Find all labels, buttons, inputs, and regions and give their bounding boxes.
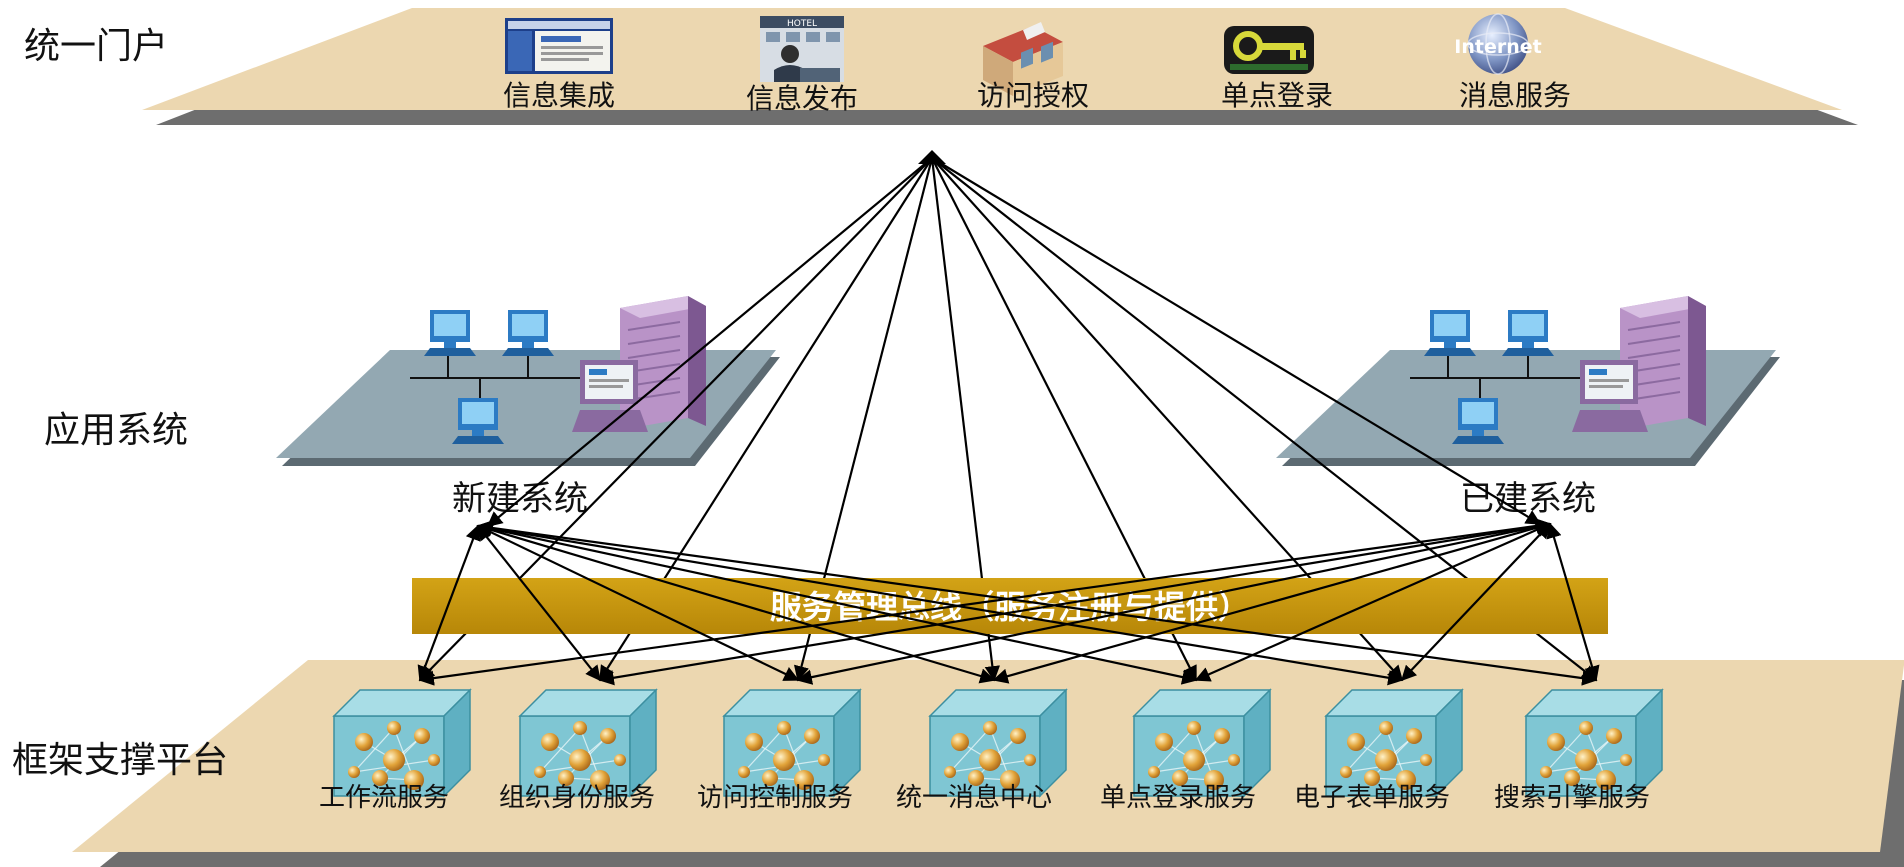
desktop-computer-icon	[424, 310, 476, 356]
svg-text:HOTEL: HOTEL	[787, 19, 817, 29]
connection-arrows-over-bus	[417, 518, 1600, 686]
globe-text: Internet	[1454, 36, 1541, 58]
storefront-icon	[983, 22, 1063, 96]
service-label: 工作流服务	[319, 783, 449, 813]
layer-label-portal: 统一门户	[24, 26, 168, 67]
service-label: 电子表单服务	[1294, 783, 1450, 813]
monitor-icon	[1572, 360, 1648, 432]
new-system-devices	[410, 296, 706, 444]
portal-item-label: 信息发布	[746, 82, 858, 115]
hub-arrowhead	[918, 150, 946, 164]
key-icon	[1224, 26, 1314, 74]
portal-item-label: 访问授权	[977, 79, 1089, 112]
service-label: 统一消息中心	[896, 783, 1052, 813]
service-label: 搜索引擎服务	[1494, 783, 1650, 813]
service-cubes	[332, 688, 1664, 798]
service-bus: 服务管理总线（服务注册与提供）	[412, 578, 1608, 634]
service-cube-icon	[1524, 688, 1664, 798]
browser-window-icon	[505, 18, 613, 74]
connection-arrow	[1400, 522, 1552, 682]
service-cube-icon	[1324, 688, 1464, 798]
desktop-computer-icon	[1424, 310, 1476, 356]
connection-arrow	[931, 157, 1542, 525]
desktop-computer-icon	[452, 398, 504, 444]
connection-arrow	[1546, 522, 1600, 682]
desktop-computer-icon	[1452, 398, 1504, 444]
existing-system-devices	[1410, 296, 1706, 444]
service-cube-icon	[1132, 688, 1272, 798]
service-bus-label: 服务管理总线（服务注册与提供）	[770, 588, 1250, 626]
connection-arrow	[486, 157, 933, 527]
service-cube-icon	[332, 688, 472, 798]
existing-system-label: 已建系统	[1460, 479, 1596, 519]
desktop-computer-icon	[1502, 310, 1554, 356]
desktop-computer-icon	[502, 310, 554, 356]
monitor-icon	[572, 360, 648, 432]
service-label: 组织身份服务	[499, 783, 655, 813]
service-label: 访问控制服务	[697, 783, 853, 813]
portal-item-label: 信息集成	[503, 79, 615, 112]
portal-item-label: 单点登录	[1221, 79, 1333, 112]
internet-globe-icon: Internet	[1454, 13, 1542, 75]
layer-label-application: 应用系统	[44, 410, 188, 451]
portal-item-label: 消息服务	[1459, 79, 1571, 112]
layer-label-framework: 框架支撑平台	[12, 740, 228, 781]
hotel-publisher-icon: HOTEL	[760, 16, 844, 82]
service-cube-icon	[518, 688, 658, 798]
service-label: 单点登录服务	[1100, 783, 1256, 813]
service-cube-icon	[722, 688, 862, 798]
service-cube-icon	[928, 688, 1068, 798]
